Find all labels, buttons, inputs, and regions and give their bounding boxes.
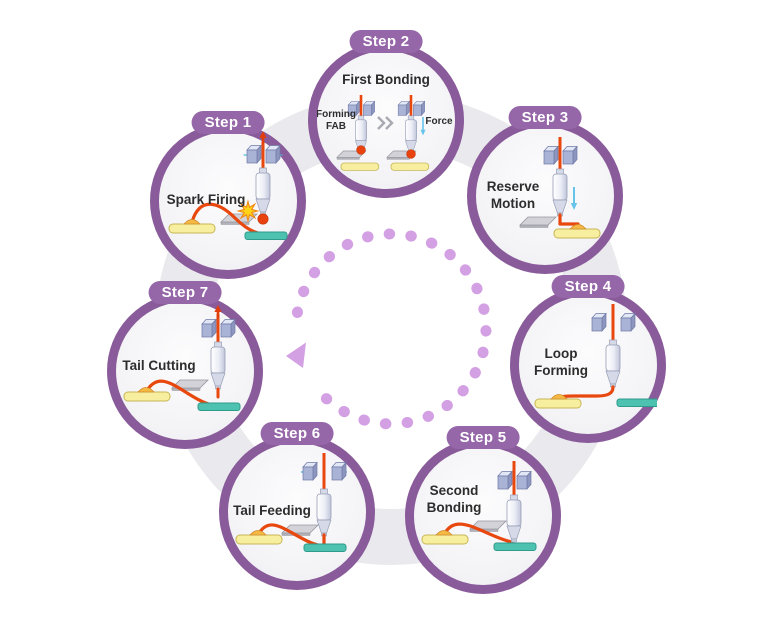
capillary-icon bbox=[605, 339, 621, 388]
step-5-label: Second Bonding bbox=[416, 483, 492, 517]
yellow-pad bbox=[168, 223, 216, 234]
wire bbox=[144, 379, 214, 407]
red-arrow-up-icon bbox=[259, 132, 267, 144]
force-label: Force bbox=[425, 116, 453, 127]
bond-ball bbox=[249, 530, 267, 536]
step-7-label: Tail Cutting bbox=[116, 358, 202, 375]
step-2-label: First Bonding bbox=[317, 72, 455, 89]
step-label-line: Spark Firing bbox=[166, 192, 246, 207]
teal-pad bbox=[493, 542, 537, 551]
step-4-badge: Step 4 bbox=[551, 275, 625, 298]
dotted-cycle-circle bbox=[291, 228, 492, 430]
step-label-line: Tail Cutting bbox=[122, 358, 196, 373]
yellow-pad bbox=[235, 534, 283, 545]
step-label-line: First Bonding bbox=[342, 72, 430, 87]
step-6-circle: Step 6 Tail Feeding bbox=[219, 422, 375, 590]
yellow-pad bbox=[534, 398, 582, 409]
step-1-label: Spark Firing bbox=[163, 192, 249, 209]
bond-ball bbox=[183, 219, 201, 225]
capillary-icon bbox=[316, 488, 332, 537]
die bbox=[469, 520, 507, 532]
second-bonding-illustration bbox=[421, 461, 537, 551]
wire bbox=[557, 385, 615, 401]
yellow-pad bbox=[390, 162, 430, 171]
step-4-label: Loop Forming bbox=[527, 346, 595, 380]
step-7-badge: Step 7 bbox=[148, 281, 222, 304]
step-1-badge: Step 1 bbox=[191, 111, 265, 134]
capillary-icon bbox=[255, 167, 271, 216]
teal-pad bbox=[244, 231, 288, 240]
loop-forming-illustration bbox=[534, 304, 657, 409]
step-label-line: Loop bbox=[544, 346, 578, 361]
teal-pad bbox=[616, 398, 657, 407]
forming-fab-label: FAB bbox=[326, 121, 346, 132]
step-3-badge: Step 3 bbox=[508, 106, 582, 129]
step-6-label: Tail Feeding bbox=[228, 503, 316, 520]
wire-ball bbox=[406, 149, 416, 159]
forming-fab-label: Forming bbox=[317, 109, 356, 120]
step-4-circle: Step 4 Loop Forming bbox=[510, 275, 666, 443]
capillary-icon bbox=[210, 341, 226, 390]
wire-ball bbox=[257, 213, 269, 225]
step-label-line: Forming bbox=[534, 362, 588, 378]
step-5-circle: Step 5 Second Bonding bbox=[405, 426, 561, 594]
spark-firing-illustration bbox=[168, 132, 288, 240]
step-label-line: Tail Feeding bbox=[233, 503, 311, 518]
capillary-icon bbox=[405, 115, 417, 154]
red-arrow-up-icon bbox=[214, 305, 222, 318]
yellow-pad bbox=[123, 391, 171, 402]
bond-ball bbox=[435, 530, 453, 536]
wire-ball bbox=[356, 145, 366, 155]
step-3-circle: Step 3 Reserve Motion bbox=[467, 106, 623, 274]
reserve-motion-illustration bbox=[519, 137, 601, 239]
die bbox=[519, 216, 557, 228]
step-3-label: Reserve Motion bbox=[476, 179, 550, 213]
motion-arrow-icon bbox=[569, 186, 579, 211]
step-6-badge: Step 6 bbox=[260, 422, 334, 445]
wire bbox=[442, 522, 514, 544]
tail-feeding-illustration bbox=[235, 453, 348, 552]
chevron-right-icon bbox=[377, 116, 394, 130]
capillary-icon bbox=[506, 494, 522, 543]
step-7-circle: Step 7 Tail Cutting bbox=[107, 281, 263, 449]
step-1-circle: Step 1 Spark Firing bbox=[150, 111, 306, 279]
first-bonding-illustration: Forming FAB Force bbox=[317, 95, 453, 171]
step-2-circle: Step 2 First Bonding bbox=[308, 30, 464, 198]
yellow-pad bbox=[553, 228, 601, 239]
yellow-pad bbox=[421, 534, 469, 545]
step-label-line: Motion bbox=[490, 195, 536, 211]
step-5-badge: Step 5 bbox=[446, 426, 520, 449]
capillary-icon bbox=[552, 168, 568, 217]
step-label-line: Reserve bbox=[486, 179, 540, 194]
step-label-line: Bonding bbox=[426, 499, 482, 515]
step-label-line: Second bbox=[429, 483, 479, 498]
teal-pad bbox=[197, 402, 241, 411]
tail-cutting-illustration bbox=[123, 305, 241, 411]
rotation-arrow-icon bbox=[286, 342, 306, 368]
yellow-pad bbox=[340, 162, 380, 171]
bond-ball bbox=[137, 387, 155, 393]
step-2-badge: Step 2 bbox=[349, 30, 423, 53]
teal-pad bbox=[303, 543, 347, 552]
